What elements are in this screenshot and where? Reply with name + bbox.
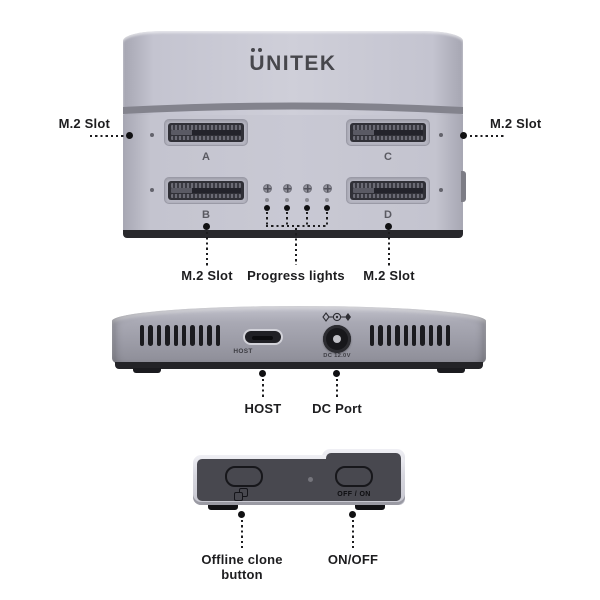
- top-view: UNITEK A C B D: [123, 31, 466, 238]
- callout-dot: [324, 205, 330, 211]
- m2-connector: [168, 123, 244, 142]
- callout-dot: [284, 205, 290, 211]
- dc-port-print: DC 12.0V: [323, 353, 351, 359]
- callout-dot: [126, 132, 133, 139]
- brand-logo-text: UNITEK: [249, 52, 337, 75]
- m2-slot-bottom-right-label: M.2 Slot: [363, 268, 415, 283]
- callout-dot: [264, 205, 270, 211]
- callout-line: [206, 232, 208, 266]
- callout-dot: [333, 370, 340, 377]
- callout-line: [266, 225, 328, 227]
- callout-dot: [259, 370, 266, 377]
- callout-line: [326, 212, 328, 226]
- screw-dot: [150, 188, 154, 192]
- progress-led: [285, 198, 289, 202]
- front-base-edge: [115, 362, 483, 369]
- vent-grille-right: [370, 325, 450, 346]
- on-off-label: ON/OFF: [327, 552, 379, 567]
- callout-line: [241, 520, 243, 549]
- callout-dot: [304, 205, 310, 211]
- top-lid: [123, 31, 463, 115]
- dc-port-label: DC Port: [312, 401, 362, 416]
- m2-slot-a: [164, 119, 248, 146]
- callout-line: [352, 520, 354, 549]
- callout-line: [470, 135, 504, 137]
- callout-dot: [460, 132, 467, 139]
- callout-line: [286, 212, 288, 226]
- power-button-print: OFF / ON: [337, 491, 371, 498]
- thumb-screw-icon: [283, 184, 292, 193]
- screw-dot: [439, 188, 443, 192]
- power-button: [335, 466, 373, 487]
- callout-line: [90, 135, 124, 137]
- brand-logo: UNITEK: [249, 48, 337, 76]
- m2-slot-d: [346, 177, 430, 204]
- m2-connector: [168, 181, 244, 200]
- callout-line: [336, 379, 338, 398]
- thumb-screw-icon: [263, 184, 272, 193]
- thumb-screw-icon: [323, 184, 332, 193]
- rear-view: OFF / ON: [193, 449, 405, 510]
- screw-dot: [150, 133, 154, 137]
- slot-c-label: C: [384, 151, 392, 163]
- rubber-foot: [355, 505, 385, 510]
- slot-b-label: B: [202, 209, 210, 221]
- clone-icon: [234, 488, 250, 502]
- callout-dot: [349, 511, 356, 518]
- m2-connector: [350, 123, 426, 142]
- callout-dot: [238, 511, 245, 518]
- status-led-dot: [308, 477, 313, 482]
- dc-jack: [323, 325, 351, 353]
- rubber-foot: [437, 368, 465, 373]
- screw-dot: [439, 133, 443, 137]
- thumb-screw-icon: [303, 184, 312, 193]
- progress-led: [265, 198, 269, 202]
- host-label: HOST: [244, 401, 282, 416]
- callout-line: [262, 379, 264, 398]
- top-view-base-edge: [123, 230, 463, 238]
- progress-lights-label: Progress lights: [247, 268, 345, 283]
- host-port-print: HOST: [233, 348, 253, 355]
- vent-grille-left: [140, 325, 220, 346]
- m2-slot-c: [346, 119, 430, 146]
- rubber-foot: [208, 505, 238, 510]
- m2-slot-left-label: M.2 Slot: [58, 116, 110, 131]
- usb-c-host-port: [243, 329, 283, 345]
- dc-polarity-icon: [322, 309, 352, 327]
- m2-slot-b: [164, 177, 248, 204]
- side-tab: [461, 171, 466, 202]
- m2-slot-bottom-left-label: M.2 Slot: [181, 268, 233, 283]
- callout-line: [306, 212, 308, 226]
- slot-d-label: D: [384, 209, 392, 221]
- callout-line: [266, 212, 268, 226]
- callout-line: [295, 228, 297, 265]
- slot-a-label: A: [202, 151, 210, 163]
- offline-clone-label: Offline clone button: [201, 552, 283, 582]
- callout-dot: [385, 223, 392, 230]
- front-view: HOST DC 12.0V: [112, 306, 486, 373]
- lid-seam-band: [123, 97, 463, 115]
- progress-led: [325, 198, 329, 202]
- logo-umlaut-dots: [251, 48, 264, 52]
- m2-slot-right-label: M.2 Slot: [490, 116, 542, 131]
- callout-line: [388, 232, 390, 266]
- m2-connector: [350, 181, 426, 200]
- progress-led: [305, 198, 309, 202]
- rubber-foot: [133, 368, 161, 373]
- callout-dot: [203, 223, 210, 230]
- clone-button: [225, 466, 263, 487]
